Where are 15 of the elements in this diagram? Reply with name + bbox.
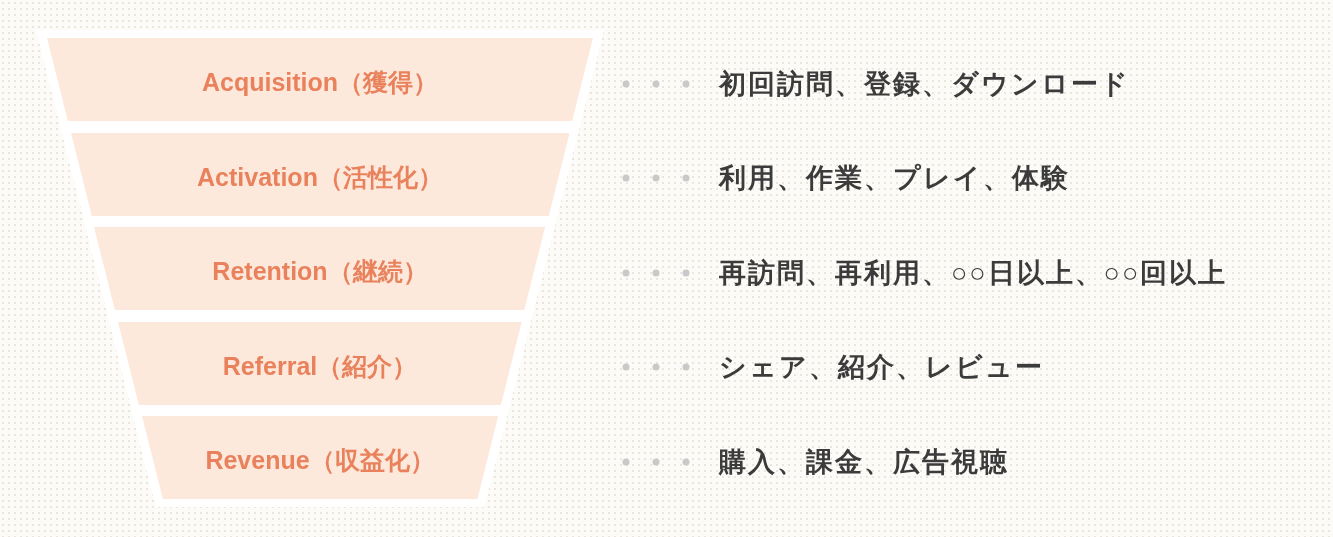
stage-label: Referral（紹介）	[222, 350, 418, 382]
stage-label: Acquisition（獲得）	[201, 67, 439, 98]
funnel-stage	[70, 132, 570, 216]
stage-label: Revenue（収益化）	[205, 445, 435, 476]
stage-description: シェア、紹介、レビュー	[719, 351, 1044, 383]
stage-label: Activation（活性化）	[197, 161, 443, 193]
funnel-stage	[47, 38, 593, 121]
funnel-stage	[118, 321, 522, 405]
stage-description: 初回訪問、登録、ダウンロード	[719, 67, 1130, 100]
funnel-stage	[141, 416, 499, 499]
stage-description: 再訪問、再利用、○○日以上、○○回以上	[719, 256, 1228, 289]
funnel-stage	[94, 227, 546, 310]
stage-description: 利用、作業、プレイ、体験	[719, 162, 1070, 194]
stage-label: Retention（継続）	[212, 256, 428, 287]
stage-description: 購入、課金、広告視聴	[719, 445, 1009, 478]
